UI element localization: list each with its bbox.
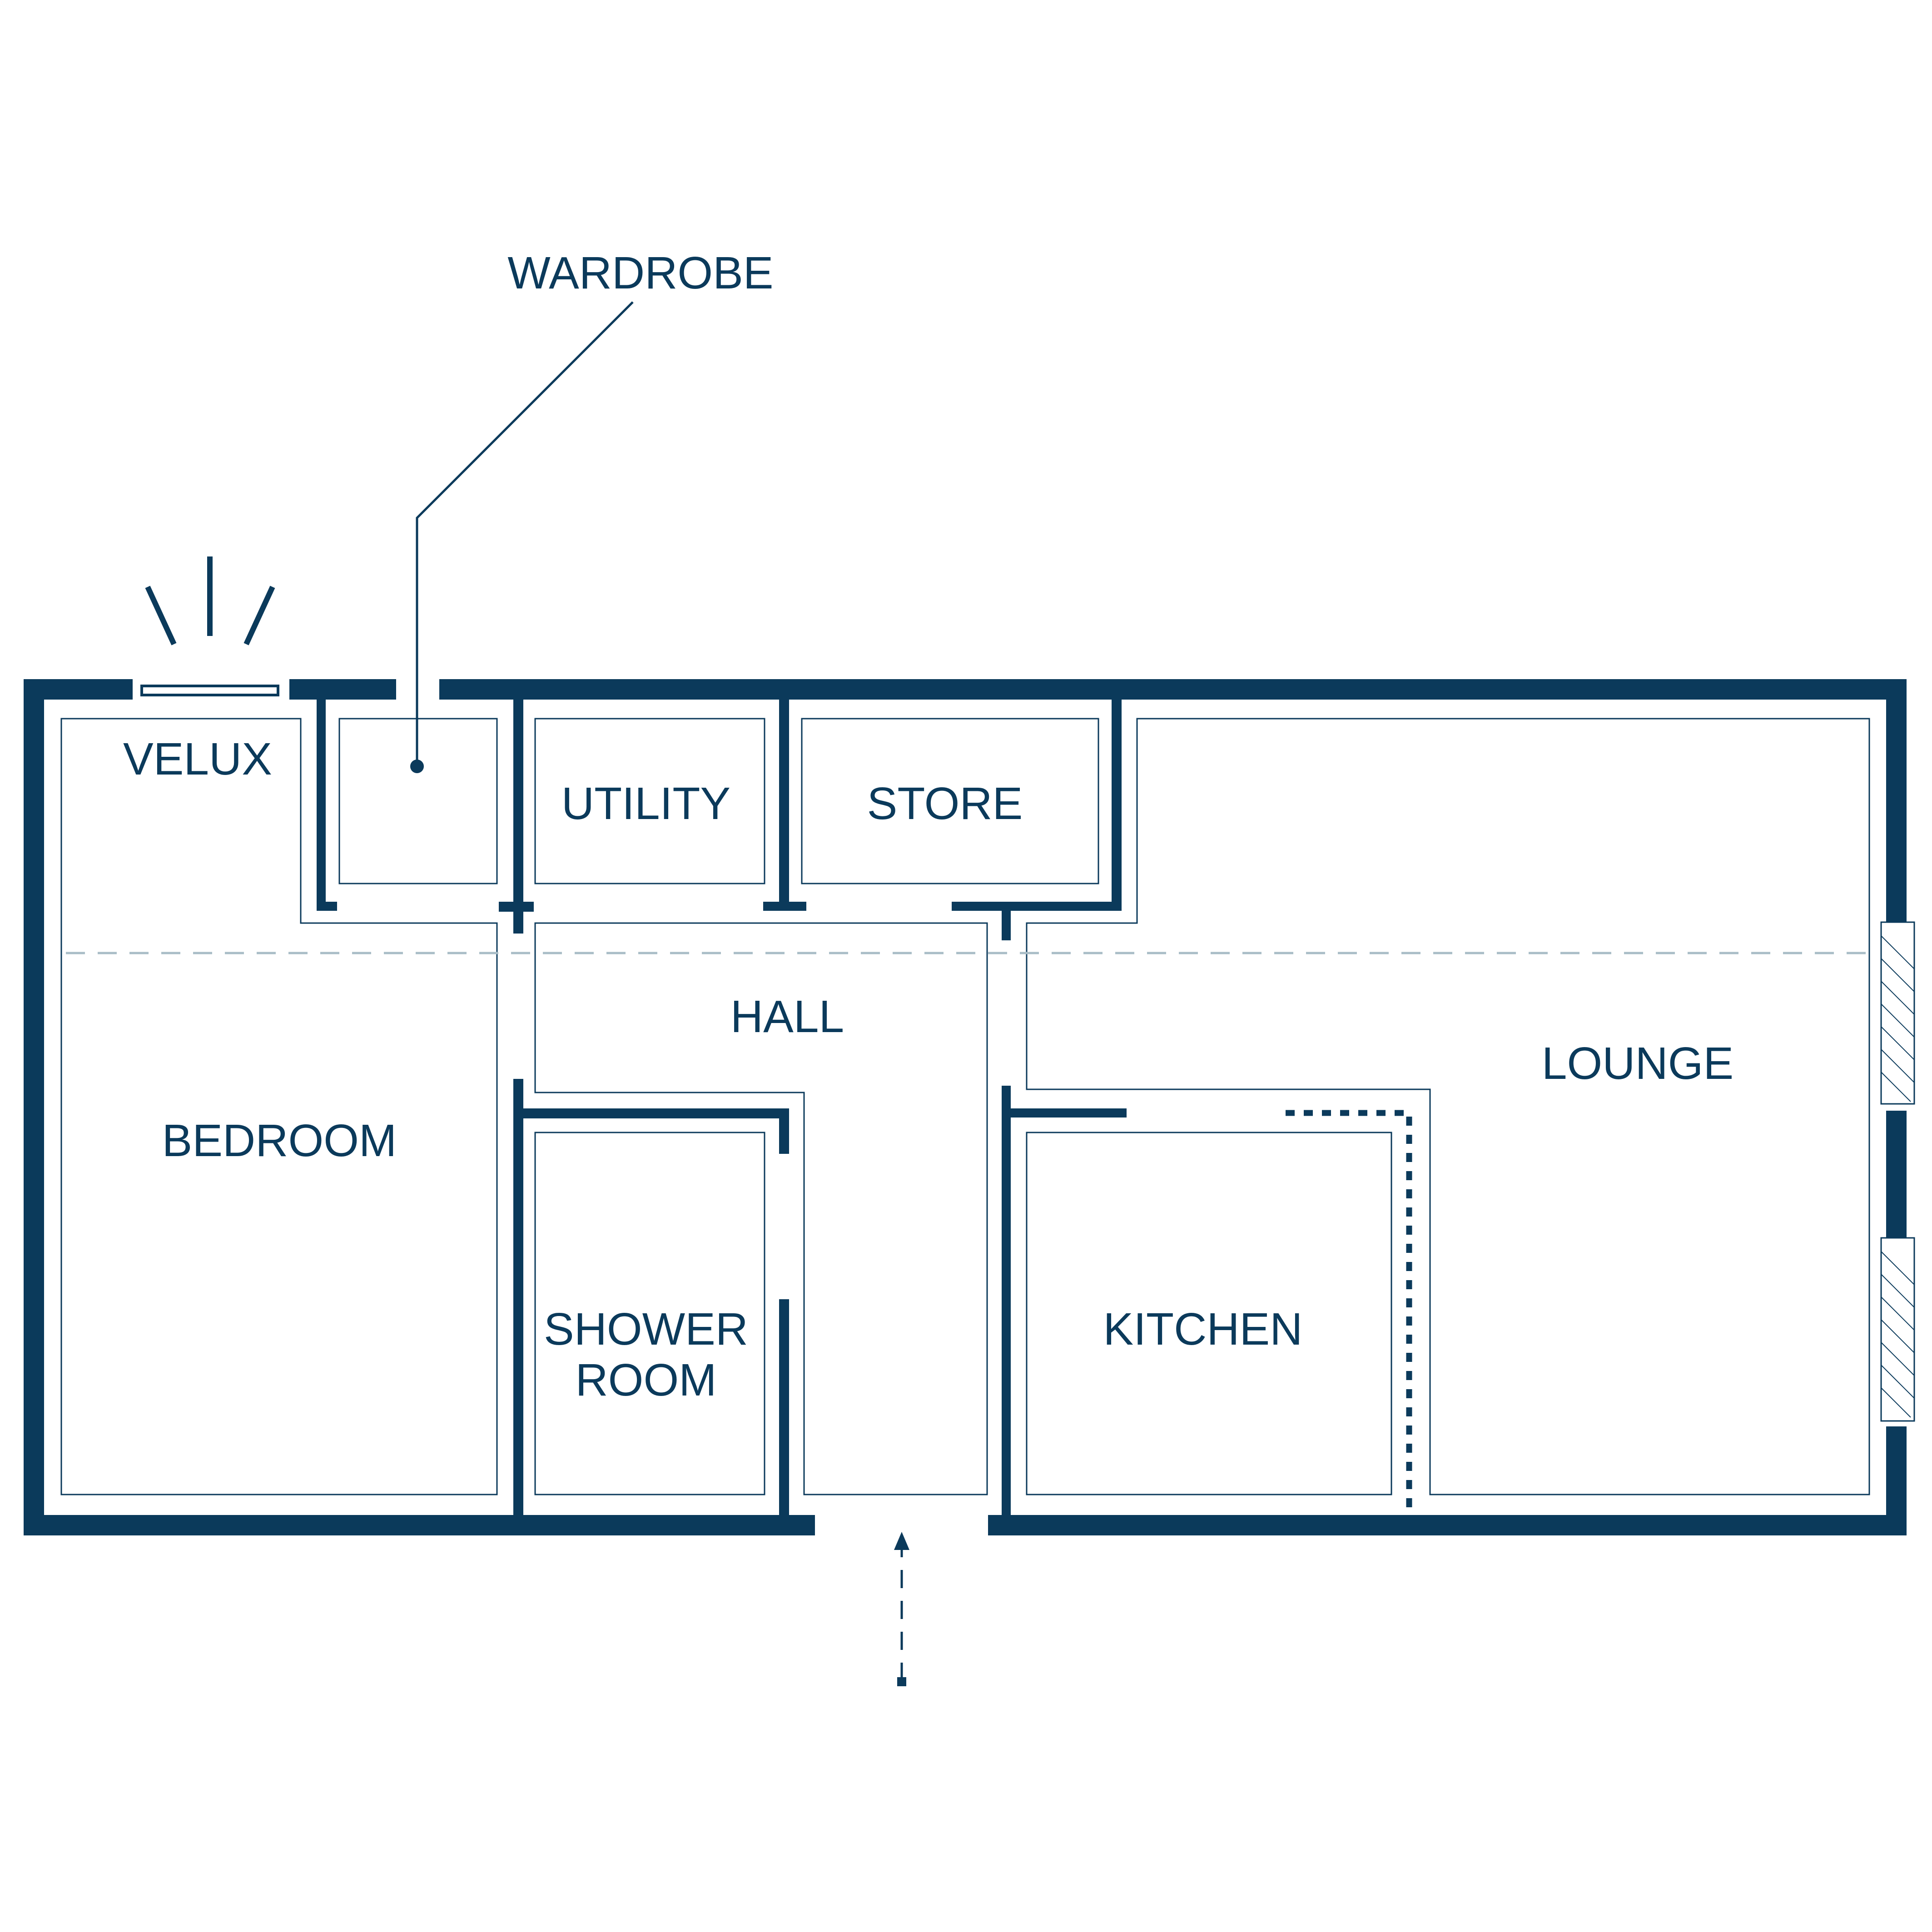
velux-ray-left bbox=[145, 586, 177, 646]
bedroom-hall-wall bbox=[513, 1079, 523, 1517]
shower-room-label-line1: SHOWER bbox=[544, 1304, 748, 1355]
store-outline bbox=[801, 718, 1099, 884]
wardrobe-left-wall bbox=[317, 697, 326, 911]
utility-outline bbox=[534, 718, 765, 884]
right-wall-middle bbox=[1886, 1111, 1907, 1238]
window-lower-hatch bbox=[1881, 1365, 1915, 1399]
window-lower bbox=[1880, 1237, 1915, 1422]
bedroom-label: BEDROOM bbox=[162, 1115, 397, 1166]
window-upper-hatch bbox=[1881, 1026, 1915, 1060]
bottom-wall-west bbox=[24, 1515, 815, 1535]
window-upper-hatch bbox=[1881, 1003, 1915, 1038]
velux-ray-right bbox=[243, 586, 275, 646]
utility-left-wall-tee bbox=[499, 902, 534, 912]
shower-room-label-line2: ROOM bbox=[575, 1355, 716, 1406]
store-left-wall bbox=[779, 697, 789, 911]
entrance-arrow-tail bbox=[897, 1677, 906, 1686]
entrance-arrow-head bbox=[894, 1532, 909, 1550]
velux-label: VELUX bbox=[123, 734, 272, 785]
window-upper-hatch bbox=[1881, 1072, 1911, 1102]
store-right-wall bbox=[1112, 697, 1122, 911]
shower-outline bbox=[534, 1132, 765, 1495]
room-outlines bbox=[60, 718, 1870, 1495]
top-wall-east bbox=[439, 679, 1907, 700]
right-windows bbox=[1880, 921, 1915, 1422]
interior-walls bbox=[317, 697, 1127, 1517]
right-wall-top bbox=[1886, 679, 1907, 922]
wardrobe-leader-dot bbox=[410, 760, 424, 773]
window-upper-hatch bbox=[1881, 981, 1915, 1015]
wardrobe-left-wall-foot bbox=[317, 902, 337, 911]
hall-label: HALL bbox=[730, 991, 844, 1042]
kitchen-top-wall-stub bbox=[1002, 1108, 1127, 1117]
bottom-wall-east bbox=[988, 1515, 1907, 1535]
window-lower-hatch bbox=[1881, 1274, 1915, 1308]
lounge-label: LOUNGE bbox=[1542, 1038, 1733, 1089]
right-wall-bottom bbox=[1886, 1426, 1907, 1535]
kitchen-outline bbox=[1026, 1132, 1392, 1495]
velux-window bbox=[140, 556, 279, 696]
store-door-stub bbox=[1002, 906, 1011, 940]
window-upper-hatch bbox=[1881, 1049, 1915, 1083]
store-left-wall-foot bbox=[763, 902, 806, 911]
shower-door-jamb-top bbox=[779, 1108, 789, 1154]
window-lower-hatch bbox=[1881, 1387, 1911, 1418]
window-upper-hatch bbox=[1881, 958, 1915, 992]
shower-top-wall bbox=[513, 1108, 786, 1118]
kitchen-label: KITCHEN bbox=[1103, 1304, 1303, 1355]
window-lower-hatch bbox=[1881, 1342, 1915, 1376]
window-upper bbox=[1880, 921, 1915, 1105]
store-label: STORE bbox=[867, 778, 1023, 829]
window-lower-hatch bbox=[1881, 1251, 1915, 1285]
window-upper-hatch bbox=[1881, 935, 1915, 969]
entrance-arrow bbox=[894, 1532, 909, 1686]
wardrobe-callout bbox=[410, 301, 634, 773]
utility-label: UTILITY bbox=[561, 778, 730, 829]
lounge-outline bbox=[1026, 718, 1870, 1495]
wardrobe-label: WARDROBE bbox=[507, 248, 773, 298]
hall-outline bbox=[534, 922, 988, 1495]
top-wall-wardrobe bbox=[289, 679, 396, 700]
utility-left-wall bbox=[513, 697, 523, 934]
wardrobe-leader-line bbox=[416, 301, 634, 766]
kitchen-lounge-divide bbox=[1286, 1110, 1412, 1513]
window-lower-hatch bbox=[1881, 1296, 1915, 1331]
bedroom-outline bbox=[60, 718, 498, 1495]
kitchen-left-wall bbox=[1002, 1086, 1011, 1517]
velux-frame bbox=[140, 685, 279, 696]
window-lower-hatch bbox=[1881, 1319, 1915, 1353]
shower-door-jamb-bottom bbox=[779, 1299, 789, 1517]
store-bottom-wall bbox=[952, 902, 1122, 911]
left-wall bbox=[24, 679, 44, 1535]
outer-walls bbox=[24, 679, 1907, 1535]
